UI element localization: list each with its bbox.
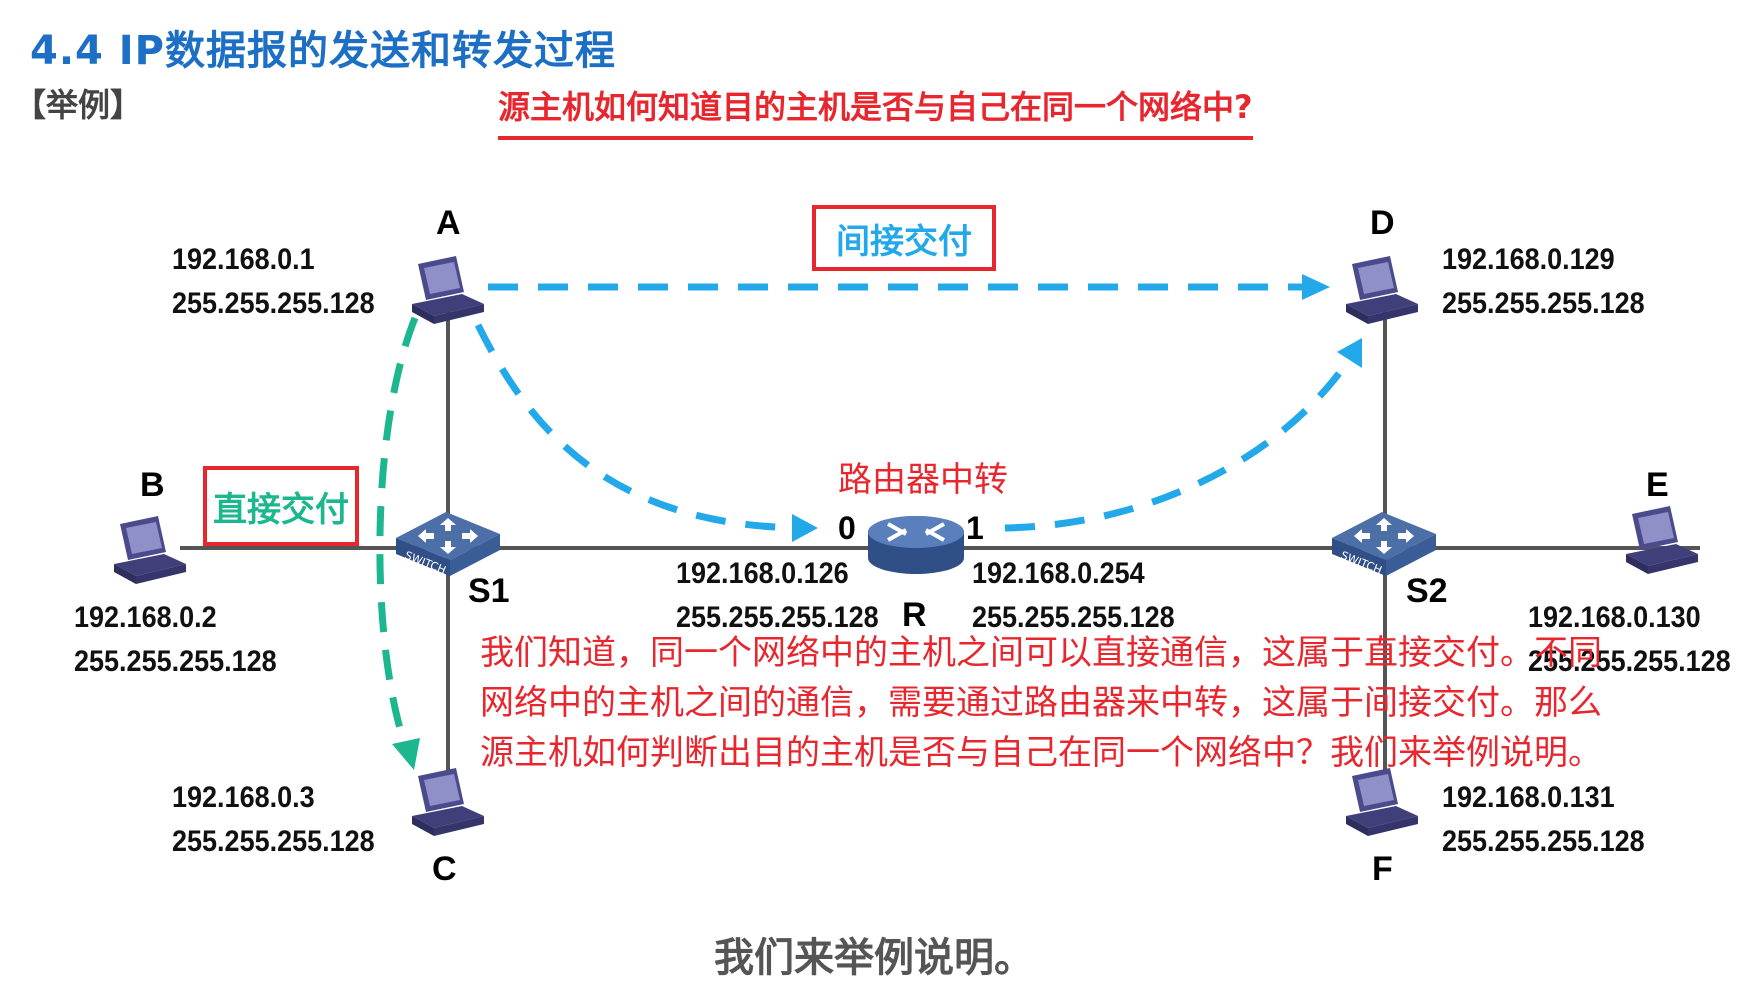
host-d-computer-icon bbox=[1346, 256, 1418, 324]
host-a-ip: 192.168.0.1 bbox=[172, 243, 315, 276]
switch-s2-label: S2 bbox=[1406, 572, 1448, 610]
host-a-address: 192.168.0.1 255.255.255.128 bbox=[172, 238, 375, 326]
host-c-ip: 192.168.0.3 bbox=[172, 781, 315, 814]
router-port-1-ip: 192.168.0.254 bbox=[972, 557, 1145, 590]
host-b-address: 192.168.0.2 255.255.255.128 bbox=[74, 596, 277, 684]
host-a-mask: 255.255.255.128 bbox=[172, 287, 375, 320]
router-port-1-label: 1 bbox=[966, 510, 984, 546]
host-d-mask: 255.255.255.128 bbox=[1442, 287, 1645, 320]
arrow-head-to-d bbox=[1337, 338, 1362, 368]
host-a-label: A bbox=[436, 204, 461, 242]
video-subtitle: 我们来举例说明。 bbox=[714, 935, 1034, 981]
host-d-address: 192.168.0.129 255.255.255.128 bbox=[1442, 238, 1645, 326]
arrow-head-to-router bbox=[792, 514, 818, 542]
host-c-computer-icon bbox=[412, 768, 484, 836]
host-b-computer-icon bbox=[114, 516, 186, 584]
host-e-ip: 192.168.0.130 bbox=[1528, 601, 1701, 634]
router-port-0-mask: 255.255.255.128 bbox=[676, 601, 879, 634]
switch-s2-icon bbox=[1332, 512, 1436, 576]
indirect-delivery-label: 间接交付 bbox=[812, 205, 996, 271]
host-f-address: 192.168.0.131 255.255.255.128 bbox=[1442, 776, 1645, 864]
router-label: R bbox=[902, 596, 927, 634]
host-f-mask: 255.255.255.128 bbox=[1442, 825, 1645, 858]
host-a-computer-icon bbox=[412, 256, 484, 324]
router-relay-label: 路由器中转 bbox=[838, 460, 1008, 500]
host-c-label: C bbox=[432, 850, 457, 888]
router-icon bbox=[866, 514, 966, 576]
indirect-arrow-straight bbox=[488, 274, 1330, 300]
host-b-label: B bbox=[140, 466, 165, 504]
host-f-computer-icon bbox=[1346, 768, 1418, 836]
router-icon-text: ROUTER bbox=[891, 576, 942, 589]
router-port-1-address: 192.168.0.254 255.255.255.128 bbox=[972, 552, 1175, 640]
router-port-0-address: 192.168.0.126 255.255.255.128 bbox=[676, 552, 879, 640]
router-port-0-ip: 192.168.0.126 bbox=[676, 557, 849, 590]
direct-arrow bbox=[376, 316, 420, 770]
indirect-arrow-via-router bbox=[474, 323, 1355, 532]
host-d-ip: 192.168.0.129 bbox=[1442, 243, 1615, 276]
example-tag: 【举例】 bbox=[14, 86, 143, 124]
host-c-address: 192.168.0.3 255.255.255.128 bbox=[172, 776, 375, 864]
switch-s1-icon bbox=[396, 512, 500, 576]
host-e-computer-icon bbox=[1626, 506, 1698, 574]
host-d-label: D bbox=[1370, 204, 1395, 242]
host-f-label: F bbox=[1372, 850, 1393, 888]
host-b-ip: 192.168.0.2 bbox=[74, 601, 217, 634]
switch-s1-label: S1 bbox=[468, 572, 510, 610]
page-title: 4.4 IP数据报的发送和转发过程 bbox=[30, 28, 616, 74]
host-f-ip: 192.168.0.131 bbox=[1442, 781, 1615, 814]
question-heading: 源主机如何知道目的主机是否与自己在同一个网络中? bbox=[498, 82, 1253, 140]
host-c-mask: 255.255.255.128 bbox=[172, 825, 375, 858]
router-port-0-label: 0 bbox=[838, 510, 856, 546]
router-port-1-mask: 255.255.255.128 bbox=[972, 601, 1175, 634]
explanation-text: 我们知道，同一个网络中的主机之间可以直接通信，这属于直接交付。不同网络中的主机之… bbox=[480, 633, 1602, 773]
host-b-mask: 255.255.255.128 bbox=[74, 645, 277, 678]
host-e-mask: 255.255.255.128 bbox=[1528, 645, 1731, 678]
host-e-address: 192.168.0.130 255.255.255.128 bbox=[1528, 596, 1731, 684]
host-e-label: E bbox=[1646, 466, 1669, 504]
direct-delivery-label: 直接交付 bbox=[203, 466, 359, 546]
